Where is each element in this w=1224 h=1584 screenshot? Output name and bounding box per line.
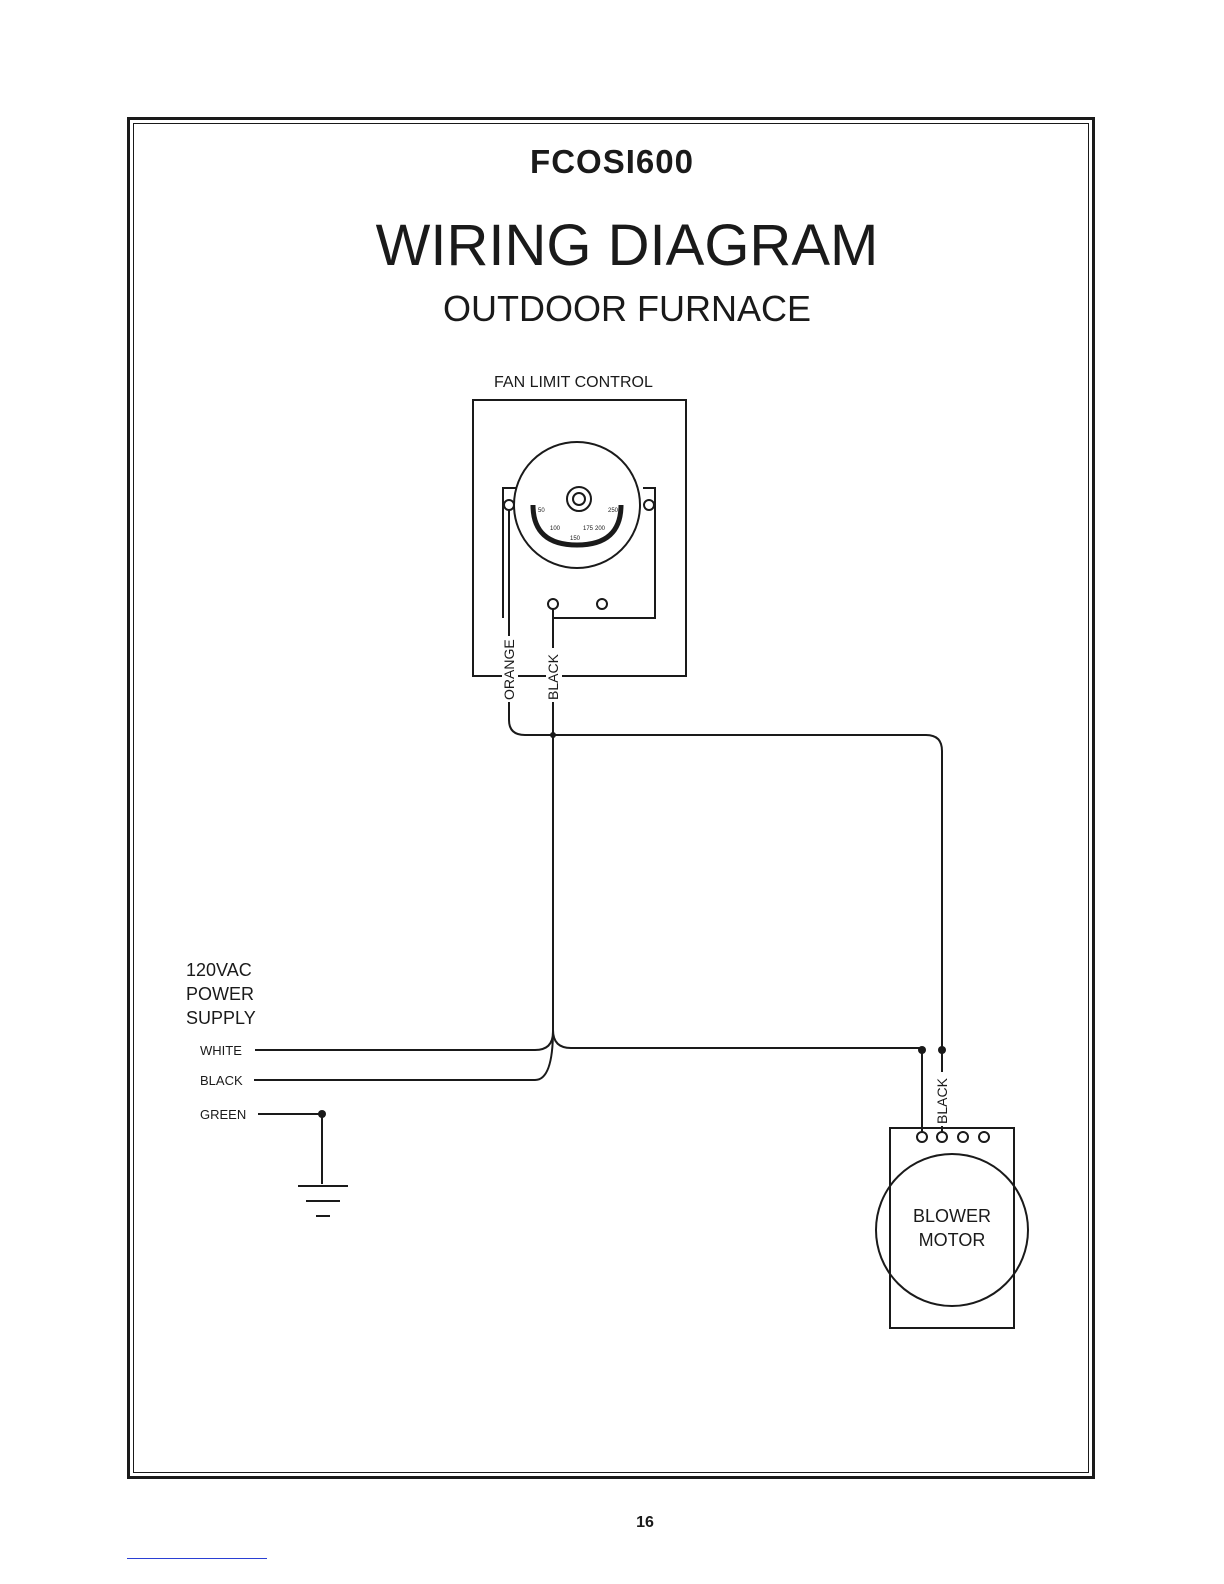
white-wire-node	[918, 1046, 926, 1054]
terminal-center	[548, 599, 558, 609]
motor-terminal-1	[917, 1132, 927, 1142]
power-supply-line1: 120VAC	[186, 958, 256, 982]
dial-mark: 100	[550, 526, 561, 532]
dial-knob-inner	[573, 493, 585, 505]
blower-motor-label: BLOWER MOTOR	[880, 1204, 1024, 1252]
white-wire-label: WHITE	[200, 1043, 242, 1058]
power-supply-label: 120VAC POWER SUPPLY	[186, 958, 256, 1030]
fan-limit-control-bracket	[503, 488, 655, 618]
motor-terminal-3	[958, 1132, 968, 1142]
blower-motor-line1: BLOWER	[880, 1204, 1024, 1228]
dial-mark: 175	[583, 526, 594, 532]
page-number: 16	[0, 1514, 1224, 1532]
terminal-right	[597, 599, 607, 609]
white-wire	[255, 1032, 553, 1050]
black-wire-label-upper: BLACK	[545, 653, 561, 700]
dial-mark: 150	[570, 536, 581, 542]
green-wire-label: GREEN	[200, 1107, 246, 1122]
black-wire-label-motor: BLACK	[934, 1077, 950, 1124]
black-wire-node	[938, 1046, 946, 1054]
orange-black-junction	[550, 732, 556, 738]
dial-knob-outer	[567, 487, 591, 511]
blower-motor-line2: MOTOR	[880, 1228, 1024, 1252]
white-wire-to-motor	[571, 1048, 922, 1132]
orange-wire-to-motor	[553, 735, 942, 1050]
black-wire-label: BLACK	[200, 1073, 243, 1088]
power-supply-line3: SUPPLY	[186, 1006, 256, 1030]
power-supply-line2: POWER	[186, 982, 256, 1006]
green-wire	[258, 1114, 322, 1184]
dial-mark: 200	[595, 526, 606, 532]
terminal-right-top	[644, 500, 654, 510]
footer-rule	[127, 1558, 267, 1559]
orange-wire-label: ORANGE	[501, 639, 517, 700]
green-wire-node	[318, 1110, 326, 1118]
motor-terminal-4	[979, 1132, 989, 1142]
black-wire-junction	[535, 1030, 553, 1080]
terminal-left-top	[504, 500, 514, 510]
dial-mark: 50	[538, 508, 545, 514]
dial-mark: 250	[608, 508, 619, 514]
motor-terminal-2	[937, 1132, 947, 1142]
